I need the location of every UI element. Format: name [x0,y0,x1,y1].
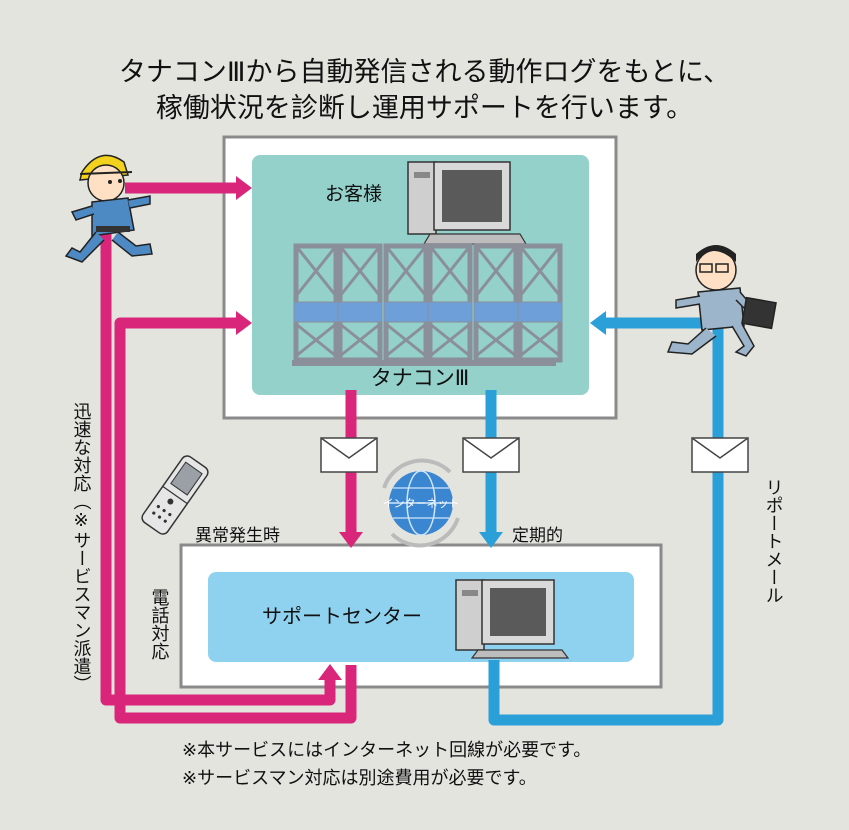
report-mail-label: リポートメール [763,478,784,604]
periodic-label: 定期的 [512,526,563,546]
server-rack [337,243,383,363]
arrowhead [318,664,342,680]
internet-globe-icon [382,458,460,548]
header-line-2: 稼働状況を診断し運用サポートを行います。 [155,93,694,124]
computer-icon [455,579,570,659]
phone-response-label: 電話対応 [149,588,170,660]
arrowhead [339,532,363,548]
rack-base [292,360,556,366]
envelope-icon [691,437,749,473]
customer-label: お客様 [325,183,382,205]
system-label: タナコンⅢ [371,366,469,390]
phone-response-line [100,215,336,706]
header-line-1: タナコンⅢから自動発信される動作ログをもとに、 [118,57,731,88]
rapid-response-line [114,317,357,724]
envelope-icon [462,437,520,473]
abnormal-label: 異常発生時 [195,526,280,546]
envelope-icon [320,437,378,473]
report-mail-line [488,317,724,726]
rapid-response-label: 迅速な対応（※サービスマン派遣） [71,402,92,693]
note-fee: ※サービスマン対応は別途費用が必要です。 [182,768,537,789]
arrowhead [479,532,503,548]
computer-icon [407,161,528,245]
server-rack-array [292,243,563,366]
internet-label: インターネット [383,497,460,510]
arrowhead [590,311,606,335]
salesman-icon [666,245,777,357]
arrowhead [236,176,252,200]
arrowhead [236,311,252,335]
support-center-label: サポートセンター [262,604,422,628]
service-technician-icon [64,154,153,263]
mobile-phone-icon [141,455,209,535]
note-internet: ※本サービスにはインターネット回線が必要です。 [182,740,592,761]
